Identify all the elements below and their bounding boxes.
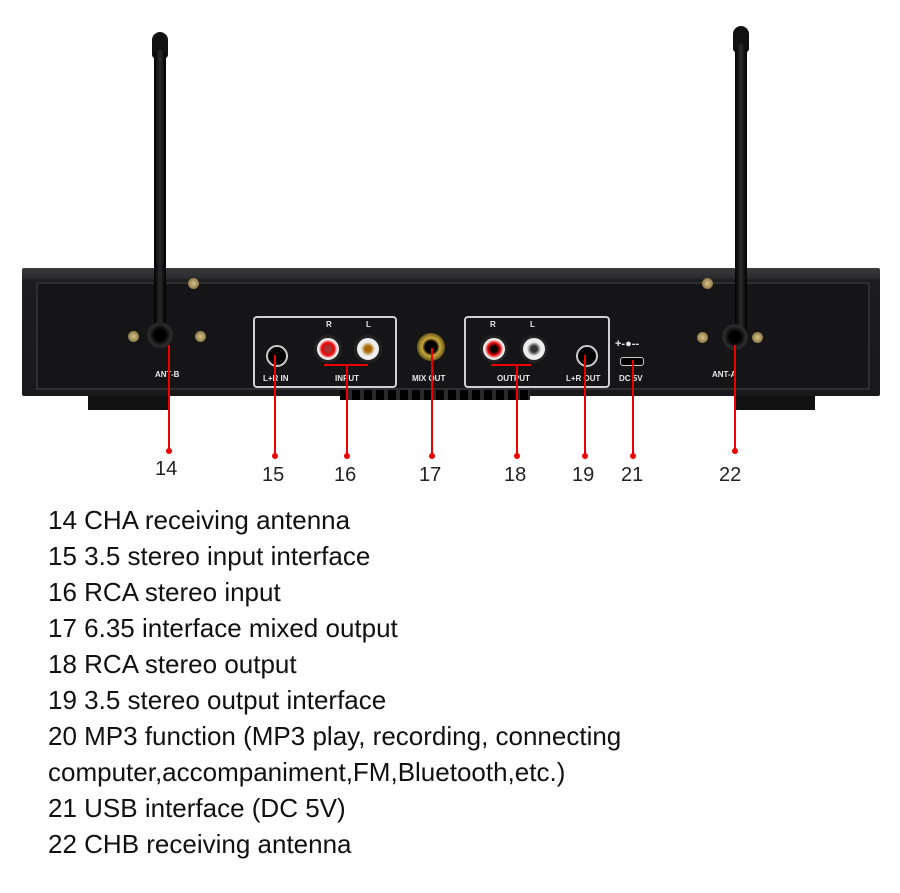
callout-number: 22: [719, 464, 742, 486]
r-label: R: [326, 320, 332, 329]
vent: [340, 390, 530, 400]
callout-line: [516, 364, 518, 455]
callout-number: 15: [262, 464, 285, 486]
rca-input-l: [354, 335, 382, 363]
callout-dot: [272, 453, 278, 459]
legend-item: 16 RCA stereo input: [48, 577, 281, 607]
legend-item: 21 USB interface (DC 5V): [48, 793, 346, 823]
antenna-a: [735, 44, 747, 340]
callout-bracket: [491, 364, 531, 366]
callout-line: [584, 355, 586, 455]
callout-line: [168, 345, 170, 450]
callout-number: 18: [504, 464, 527, 486]
legend-list: 14 CHA receiving antenna 15 3.5 stereo i…: [48, 502, 621, 862]
legend-item: 19 3.5 stereo output interface: [48, 685, 387, 715]
callout-dot: [582, 453, 588, 459]
screw: [697, 332, 708, 343]
callout-line: [431, 348, 433, 455]
callout-dot: [630, 453, 636, 459]
foot: [735, 394, 815, 410]
lr-in-jack: [266, 345, 288, 367]
legend-item: 18 RCA stereo output: [48, 649, 297, 679]
input-group: [253, 316, 397, 388]
callout-dot: [166, 448, 172, 454]
antenna-connector: [147, 322, 173, 348]
dc-polarity-icon: +-●--: [615, 338, 640, 350]
output-group: [464, 316, 610, 388]
legend-item: 14 CHA receiving antenna: [48, 505, 351, 535]
callout-line: [734, 345, 736, 450]
l-label: L: [530, 320, 535, 329]
callout-number: 19: [572, 464, 595, 486]
rca-input-r: [314, 335, 342, 363]
callout-dot: [732, 448, 738, 454]
callout-number: 17: [419, 464, 442, 486]
antenna-b: [154, 50, 166, 340]
screw: [752, 332, 763, 343]
legend-item: 17 6.35 interface mixed output: [48, 613, 398, 643]
screw: [188, 278, 199, 289]
screw: [195, 331, 206, 342]
legend-item: 15 3.5 stereo input interface: [48, 541, 371, 571]
output-label: OUTPUT: [497, 374, 530, 383]
callout-number: 14: [155, 458, 178, 480]
rca-output-r: [480, 335, 508, 363]
r-label: R: [490, 320, 496, 329]
lr-out-jack: [576, 345, 598, 367]
callout-line: [346, 364, 348, 455]
lr-out-label: L+R OUT: [566, 374, 601, 383]
callout-line: [274, 355, 276, 455]
callout-dot: [429, 453, 435, 459]
callout-number: 21: [621, 464, 644, 486]
callout-dot: [514, 453, 520, 459]
legend-item: 20 MP3 function (MP3 play, recording, co…: [48, 721, 622, 751]
legend-item: computer,accompaniment,FM,Bluetooth,etc.…: [48, 757, 566, 787]
screw: [128, 331, 139, 342]
l-label: L: [366, 320, 371, 329]
ant-a-label: ANT-A: [712, 370, 737, 379]
callout-line: [632, 360, 634, 455]
dc-label: DC 5V: [619, 374, 643, 383]
mix-out-label: MIX OUT: [412, 374, 446, 383]
callout-number: 16: [334, 464, 357, 486]
screw: [702, 278, 713, 289]
ant-b-label: ANT-B: [155, 370, 179, 379]
foot: [88, 394, 168, 410]
callout-dot: [344, 453, 350, 459]
rca-output-l: [520, 335, 548, 363]
legend-item: 22 CHB receiving antenna: [48, 829, 352, 859]
